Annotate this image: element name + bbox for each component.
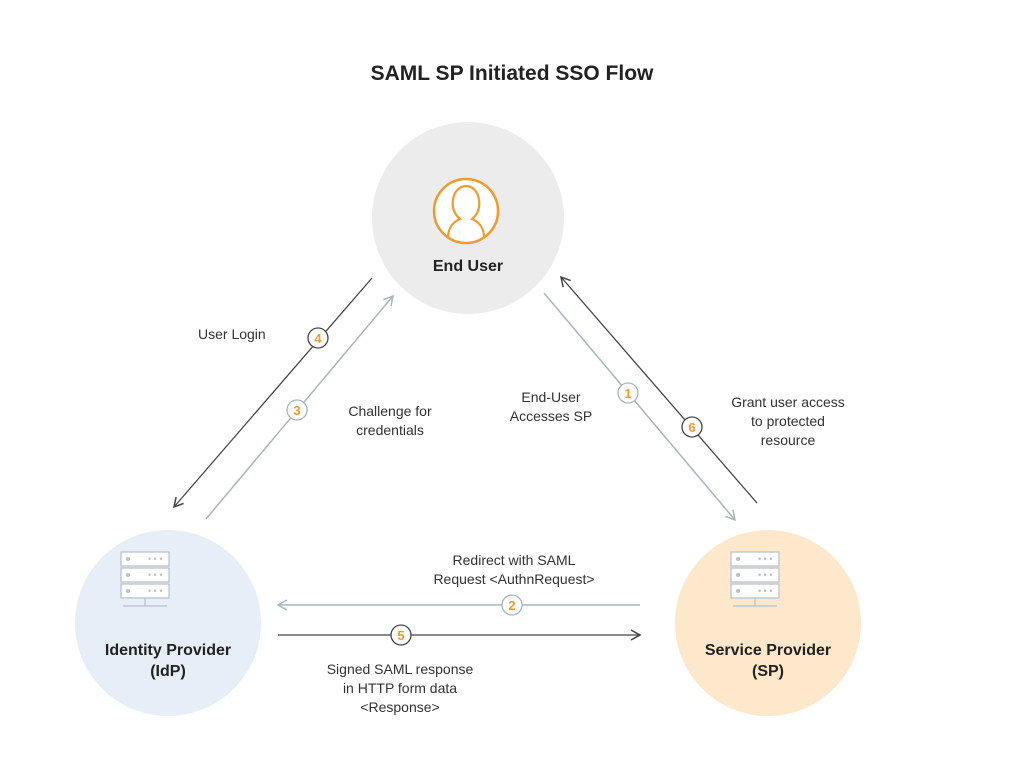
step-5-label-line2: in HTTP form data bbox=[342, 680, 458, 696]
step-6-label-line3: resource bbox=[760, 432, 816, 448]
step-4-label: User Login bbox=[198, 326, 266, 342]
step-5-label: Signed SAML response in HTTP form data <… bbox=[300, 660, 500, 717]
svg-text:• • •: • • • bbox=[758, 586, 772, 596]
svg-text:• • •: • • • bbox=[148, 554, 162, 564]
sp-label: Service Provider (SP) bbox=[680, 640, 856, 682]
svg-text:6: 6 bbox=[688, 420, 695, 435]
arrow-step-1 bbox=[543, 292, 736, 522]
idp-label: Identity Provider (IdP) bbox=[80, 640, 256, 682]
sp-label-line1: Service Provider bbox=[704, 642, 832, 659]
step-badge-1: 1 bbox=[617, 382, 639, 404]
step-badge-5: 5 bbox=[390, 624, 412, 646]
step-2-label-line2: Request <AuthnRequest> bbox=[433, 571, 595, 587]
idp-label-line2: (IdP) bbox=[150, 663, 186, 680]
step-1-label: End-User Accesses SP bbox=[496, 388, 606, 426]
arrow-step-4 bbox=[172, 277, 373, 509]
step-2-label: Redirect with SAML Request <AuthnRequest… bbox=[404, 551, 624, 589]
user-icon bbox=[432, 177, 500, 245]
idp-server-icon: • • • • • • • • • bbox=[120, 551, 170, 607]
idp-label-line1: Identity Provider bbox=[104, 642, 232, 659]
step-5-label-line1: Signed SAML response bbox=[326, 661, 474, 677]
step-1-label-line2: Accesses SP bbox=[509, 408, 593, 424]
step-1-label-line1: End-User bbox=[521, 389, 581, 405]
diagram-title: SAML SP Initiated SSO Flow bbox=[370, 62, 654, 85]
sp-node bbox=[675, 530, 861, 716]
arrow-step-6 bbox=[559, 275, 758, 504]
svg-text:• • •: • • • bbox=[758, 570, 772, 580]
step-badge-2: 2 bbox=[501, 594, 523, 616]
sp-server-icon: • • • • • • • • • bbox=[730, 551, 780, 607]
svg-text:3: 3 bbox=[293, 403, 300, 418]
svg-text:4: 4 bbox=[314, 331, 322, 346]
step-5-label-line3: <Response> bbox=[360, 699, 440, 715]
svg-text:1: 1 bbox=[624, 386, 631, 401]
step-3-label-line1: Challenge for bbox=[348, 403, 432, 419]
step-3-label-line2: credentials bbox=[356, 422, 424, 438]
sp-label-line2: (SP) bbox=[752, 663, 784, 680]
step-3-label: Challenge for credentials bbox=[320, 402, 460, 440]
svg-text:5: 5 bbox=[397, 628, 404, 643]
svg-text:• • •: • • • bbox=[148, 586, 162, 596]
step-6-label: Grant user access to protected resource bbox=[708, 393, 868, 450]
svg-text:• • •: • • • bbox=[758, 554, 772, 564]
step-badge-6: 6 bbox=[681, 416, 703, 438]
step-6-label-line1: Grant user access bbox=[731, 394, 845, 410]
step-badge-3: 3 bbox=[286, 399, 308, 421]
step-badge-4: 4 bbox=[307, 327, 329, 349]
end-user-label: End User bbox=[432, 258, 504, 275]
svg-text:• • •: • • • bbox=[148, 570, 162, 580]
step-6-label-line2: to protected bbox=[751, 413, 825, 429]
step-2-label-line1: Redirect with SAML bbox=[452, 552, 576, 568]
svg-text:2: 2 bbox=[508, 598, 515, 613]
